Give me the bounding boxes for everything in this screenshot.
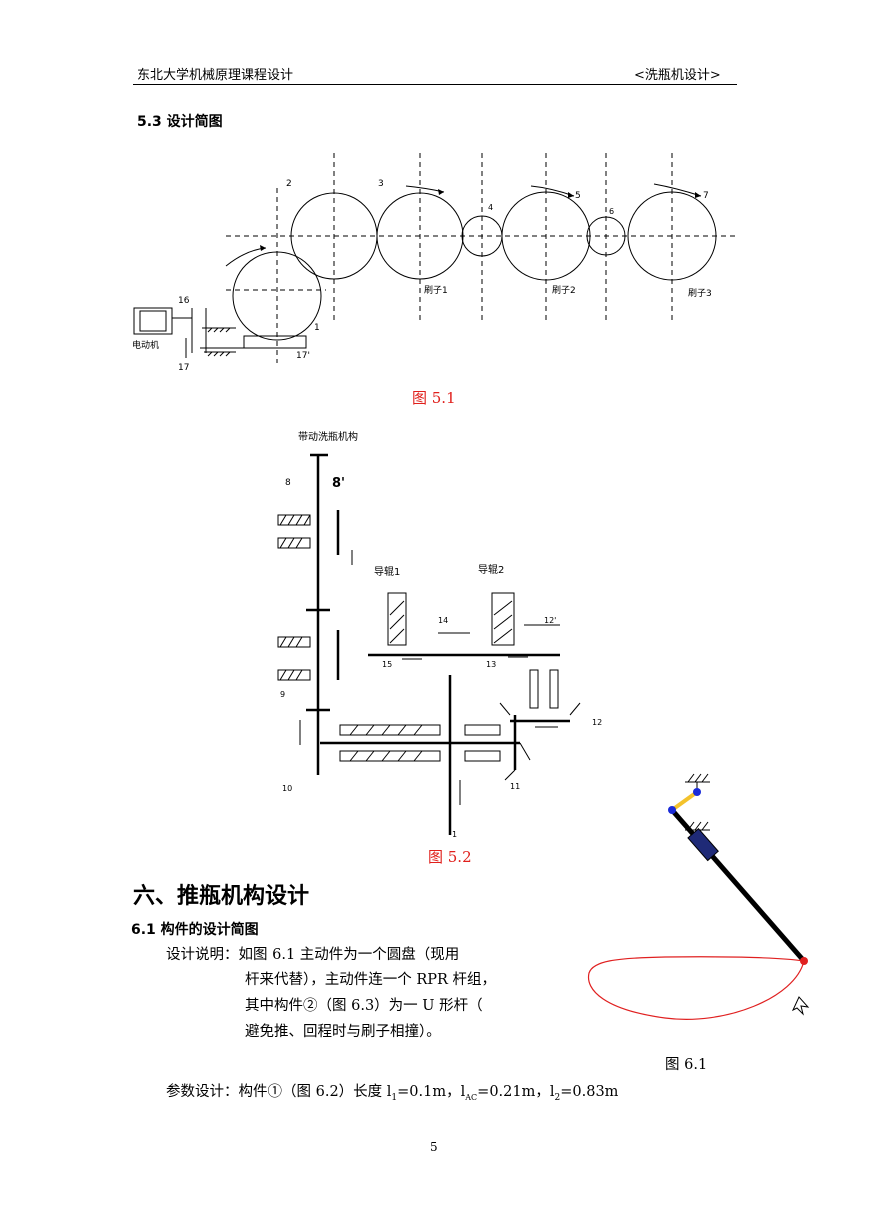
header-left: 东北大学机械原理课程设计	[137, 68, 294, 83]
fig51-label-1: 1	[314, 323, 320, 333]
fig52-label-9: 9	[280, 690, 285, 699]
chapter-6-heading: 六、推瓶机构设计	[133, 884, 310, 909]
fig51-label-5: 5	[575, 191, 581, 201]
fig52-label-13: 13	[486, 660, 496, 669]
params-sub-1: 1	[391, 1092, 398, 1103]
fig51-label-motor: 电动机	[132, 339, 159, 351]
fig51-label-brush1: 刷子1	[424, 285, 448, 296]
fig51-label-17p: 17'	[296, 351, 310, 361]
fig51-label-17: 17	[178, 363, 189, 373]
params-mid-1: =0.1m，l	[397, 1084, 466, 1100]
header-right: <洗瓶机设计>	[634, 68, 721, 83]
page-number: 5	[430, 1140, 438, 1154]
fig51-label-7: 7	[703, 191, 709, 201]
fig52-label-14: 14	[438, 616, 448, 625]
fig52-label-8p: 8'	[332, 476, 345, 491]
desc-line-4: 避免推、回程时与刷子相撞）。	[245, 1024, 441, 1040]
params-mid-2: =0.21m，l	[477, 1084, 555, 1100]
fig52-label-8: 8	[285, 478, 291, 488]
fig52-label-12: 12	[592, 718, 602, 727]
figure-5-1-caption: 图 5.1	[412, 389, 456, 407]
params-tail: =0.83m	[560, 1084, 619, 1100]
fig51-label-brush3: 刷子3	[688, 288, 712, 299]
figure-5-1: 16 17 17' 1 2 3 4 5 6 7 电动机 刷子1 刷子2 刷子3	[132, 153, 736, 373]
desc-line-1: 设计说明：如图 6.1 主动件为一个圆盘（现用	[166, 947, 460, 963]
fig52-label-10: 10	[282, 784, 292, 793]
fig52-label-1: 1	[452, 830, 457, 839]
desc-line-3: 其中构件②（图 6.3）为一 U 形杆（	[245, 998, 483, 1014]
params-prefix: 参数设计：构件①（图 6.2）长度 l	[166, 1084, 392, 1100]
fig52-label-15: 15	[382, 660, 392, 669]
figure-5-2: 带动洗瓶机构 8 8' 导辊1 导辊2 14 12' 15 13 12 9 10…	[277, 430, 602, 839]
figure-6-1-caption: 图 6.1	[665, 1057, 708, 1073]
fig52-label-top: 带动洗瓶机构	[298, 430, 358, 443]
fig51-label-3: 3	[378, 179, 384, 189]
fig51-label-6: 6	[609, 207, 614, 216]
params-line: 参数设计：构件①（图 6.2）长度 l1=0.1m，lAC=0.21m，l2=0…	[166, 1080, 618, 1111]
section-6-1-heading: 6.1 构件的设计简图	[131, 922, 259, 938]
fig51-label-brush2: 刷子2	[552, 285, 576, 296]
fig52-label-guide2: 导辊2	[478, 563, 504, 576]
params-sub-2: 2	[554, 1092, 561, 1103]
fig52-label-11: 11	[510, 782, 520, 791]
fig52-label-12p: 12'	[544, 616, 556, 625]
figure-5-2-caption: 图 5.2	[428, 848, 472, 866]
header-rule	[133, 84, 737, 85]
fig52-label-guide1: 导辊1	[374, 565, 400, 578]
section-5-3-heading: 5.3 设计简图	[137, 114, 223, 130]
fig51-label-16: 16	[178, 296, 190, 306]
figure-6-1	[587, 773, 810, 1020]
fig51-label-4: 4	[488, 203, 493, 212]
fig51-label-2: 2	[286, 179, 292, 189]
params-sub-ac: AC	[465, 1092, 478, 1102]
desc-line-2: 杆来代替），主动件连一个 RPR 杆组，	[245, 972, 497, 988]
